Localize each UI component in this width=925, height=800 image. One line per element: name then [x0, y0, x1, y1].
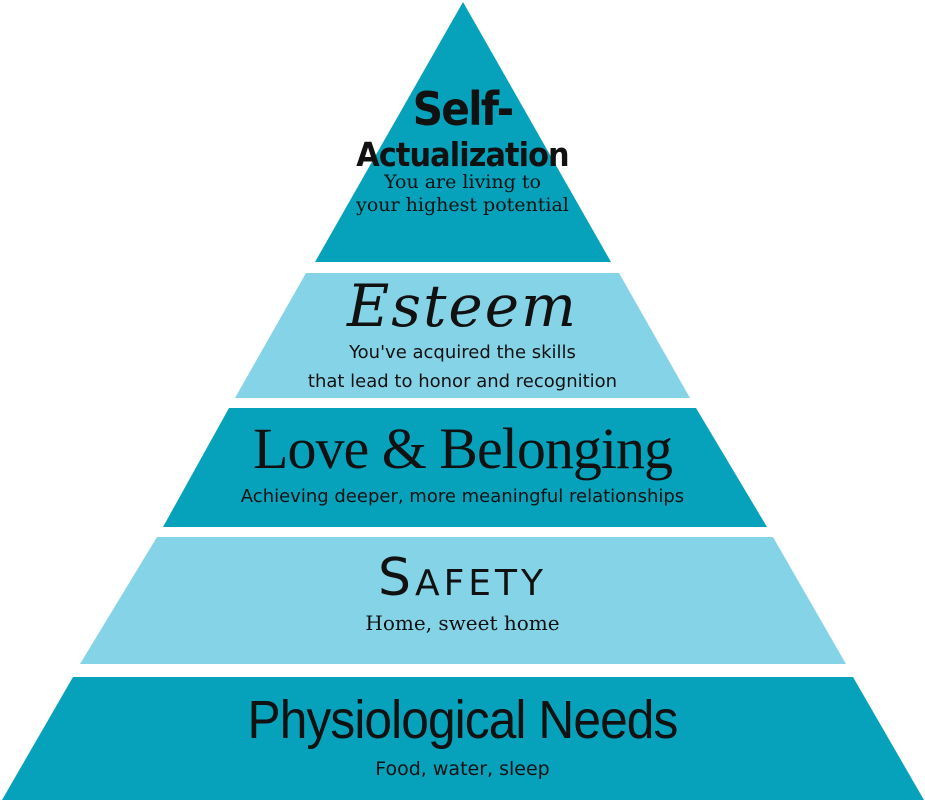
level-description: You've acquired the skills: [349, 342, 576, 363]
level-description-line2: your highest potential: [356, 193, 569, 216]
level-description: Food, water, sleep: [375, 758, 550, 780]
level-safety: Safety Home, sweet home: [0, 552, 925, 635]
level-description-line2: that lead to honor and recognition: [307, 370, 618, 392]
level-esteem: Esteem You've acquired the skills that l…: [0, 277, 925, 392]
level-description: You are living to: [384, 171, 541, 193]
level-self-actualization: Self- Actualization You are living to yo…: [0, 86, 925, 217]
level-description: Achieving deeper, more meaningful relati…: [240, 486, 685, 507]
pyramid-tier-self-actualization: [315, 2, 611, 262]
level-physiological-needs: Physiological Needs Food, water, sleep: [0, 693, 925, 781]
level-title: Safety: [377, 548, 548, 608]
pyramid-tier-physiological-needs: [2, 677, 924, 800]
level-title: Physiological Needs: [247, 690, 679, 750]
pyramid-tier-love-belonging: [163, 408, 767, 527]
level-title: Love & Belonging: [253, 416, 673, 481]
level-description: Home, sweet home: [365, 611, 560, 635]
level-love-belonging: Love & Belonging Achieving deeper, more …: [0, 420, 925, 508]
pyramid-tier-safety: [80, 537, 846, 664]
level-title: Self-: [412, 82, 515, 136]
level-title: Esteem: [346, 272, 579, 340]
pyramid-tier-esteem: [235, 273, 690, 398]
level-title-line2: Actualization: [356, 135, 569, 174]
